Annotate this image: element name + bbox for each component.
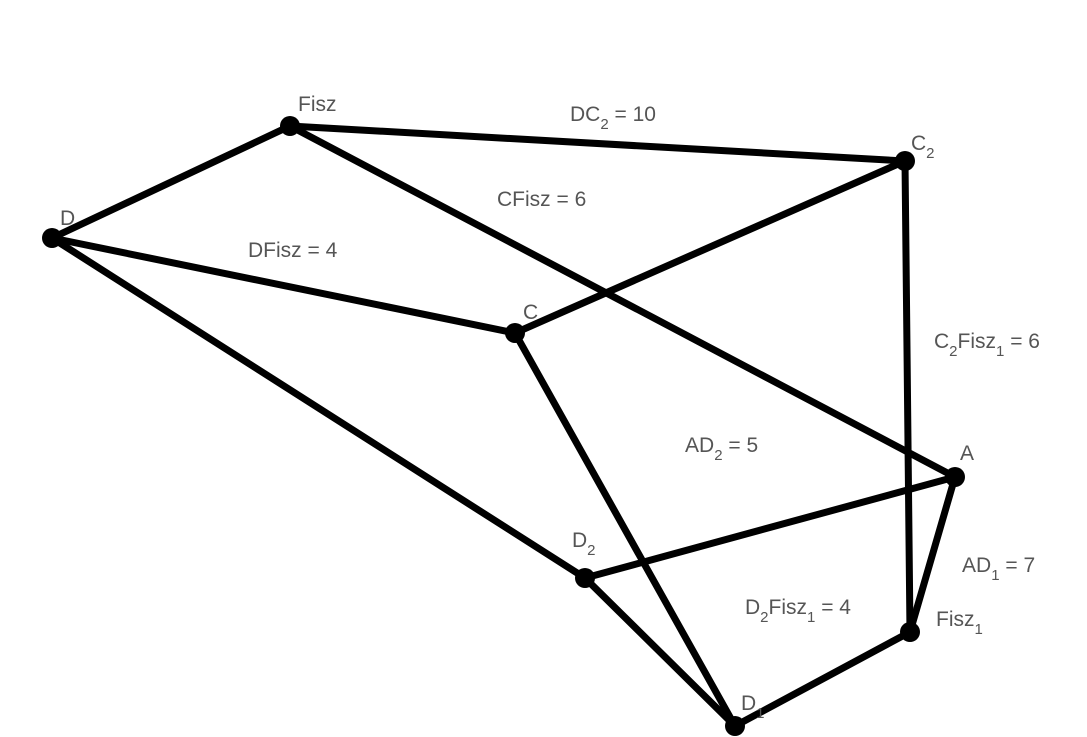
point-D[interactable]	[42, 228, 62, 248]
point-label-Fisz: Fisz	[298, 93, 337, 116]
segment-Fisz-A[interactable]	[286, 122, 959, 481]
point-C2[interactable]	[895, 151, 915, 171]
points	[42, 116, 965, 736]
segment-C-D1[interactable]	[511, 329, 739, 730]
segment-C-C2[interactable]	[511, 157, 909, 337]
segment-A-D2[interactable]	[581, 473, 959, 582]
point-label-D2: D2	[572, 529, 596, 559]
point-Fisz[interactable]	[280, 116, 300, 136]
measurement-DC2: DC2 = 10	[570, 103, 656, 133]
measurement-CFisz: CFisz = 6	[497, 188, 586, 211]
segment-Fisz-D[interactable]	[48, 122, 294, 242]
measurement-D2Fisz1: D2Fisz1 = 4	[745, 596, 851, 626]
segment-D-D2[interactable]	[48, 234, 589, 582]
segment-A-Fisz1[interactable]	[906, 473, 959, 636]
segment-D-C[interactable]	[48, 234, 519, 337]
point-Fisz1[interactable]	[900, 622, 920, 642]
point-A[interactable]	[945, 467, 965, 487]
segment-D2-D1[interactable]	[581, 574, 739, 730]
measurement-AD2: AD2 = 5	[685, 434, 758, 464]
point-label-D1: D1	[741, 692, 765, 722]
measurement-DFisz: DFisz = 4	[248, 239, 338, 262]
point-label-C: C	[523, 301, 538, 324]
point-D2[interactable]	[575, 568, 595, 588]
point-label-A: A	[960, 442, 974, 465]
point-C[interactable]	[505, 323, 525, 343]
point-label-D: D	[60, 207, 75, 230]
edges	[48, 122, 959, 730]
point-label-C2: C2	[911, 132, 935, 162]
segment-D1-Fisz1[interactable]	[731, 628, 914, 730]
segment-C2-Fisz1[interactable]	[901, 157, 914, 636]
segment-Fisz-C2[interactable]	[286, 122, 909, 165]
measurement-AD1: AD1 = 7	[962, 554, 1035, 584]
point-D1[interactable]	[725, 716, 745, 736]
point-label-Fisz1: Fisz1	[936, 608, 983, 638]
measurement-C2Fisz1: C2Fisz1 = 6	[934, 330, 1040, 360]
